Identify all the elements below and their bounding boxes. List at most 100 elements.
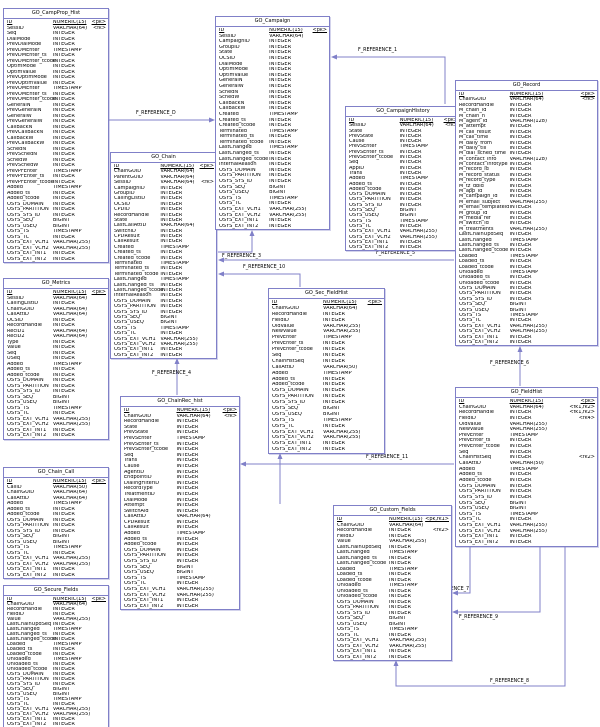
- column-type: INTEGER: [323, 447, 345, 453]
- column-type: INTEGER: [388, 649, 411, 654]
- column-name: OSYS_PARTITION: [7, 207, 49, 212]
- column-type: BIGINT: [269, 190, 287, 196]
- column-type: INTEGER: [52, 433, 75, 438]
- column-name: FieldID: [7, 612, 24, 617]
- column-name: PrevSEnter: [349, 144, 377, 150]
- column-type: INTEGER: [176, 598, 199, 604]
- column-name: M_attempt: [459, 124, 486, 130]
- column-name: Unloaded: [337, 583, 361, 588]
- column-name: CallAttID: [7, 495, 29, 501]
- column-type: NUMERIC(15): [269, 28, 303, 33]
- column-name: OSYS_PARTITION: [337, 605, 379, 610]
- column-name: PrevPFEnter: [7, 168, 38, 174]
- column-type: INTEGER: [176, 419, 199, 425]
- column-name: PrevOMEnter_tcode: [7, 97, 57, 102]
- column-type: INTEGER: [52, 301, 75, 306]
- column-type: BIGINT: [509, 500, 527, 506]
- column-name: Added_ts: [272, 376, 295, 382]
- column-type: INTEGER: [52, 163, 75, 168]
- column-type: INTEGER: [52, 677, 75, 682]
- arrowhead-icon: [517, 346, 523, 352]
- column-name: DialMode: [219, 61, 243, 67]
- column-type: VARCHAR(255): [52, 240, 91, 245]
- column-name: OSYS_PARTITION: [7, 383, 49, 389]
- column-type: TIMESTAMP: [176, 575, 206, 581]
- column-type: INTEGER: [176, 452, 199, 458]
- column-type: INTEGER: [269, 50, 292, 56]
- column-type: INTEGER: [399, 139, 422, 145]
- column-type: INTEGER: [509, 534, 532, 540]
- column-name: Added_ts: [7, 367, 30, 372]
- column-type: TIMESTAMP: [509, 511, 539, 517]
- column-name: PrevGeneralW: [7, 119, 43, 124]
- column-name: OCSID: [114, 201, 130, 207]
- column-name: OSYS_EXT_INT2: [7, 256, 47, 262]
- column-name: Value: [337, 539, 351, 544]
- column-type: BIGINT: [52, 539, 70, 545]
- column-name: FieldID: [337, 533, 354, 539]
- column-type: INTEGER: [509, 140, 532, 146]
- arrowhead-icon: [452, 609, 458, 615]
- column-name: M_call_time: [459, 135, 489, 141]
- column-name: OSYS_USEQ: [7, 400, 37, 405]
- column-type: TIMESTAMP: [52, 642, 82, 647]
- column-name: M_tz_dbid: [459, 183, 484, 189]
- column-type: VARCHAR(255): [399, 229, 437, 235]
- arrowhead-icon: [218, 271, 224, 277]
- column-type: VARCHAR(64): [52, 295, 88, 301]
- column-type: INTEGER: [52, 411, 75, 416]
- column-type: INTEGER: [399, 160, 422, 166]
- column-type: TIMESTAMP: [160, 244, 189, 250]
- column-name: FieldID: [459, 415, 476, 421]
- column-type: VARCHAR(50): [52, 484, 88, 490]
- column-name: M_agent_id: [459, 118, 488, 124]
- column-name: Added_tcode: [124, 542, 157, 548]
- column-name: OSYS_TS: [7, 229, 30, 234]
- column-type: INTEGER: [388, 632, 411, 638]
- column-type: INTEGER: [160, 185, 183, 191]
- column-type: VARCHAR(50): [323, 364, 358, 370]
- column-name: LastChanged_ts: [337, 555, 377, 561]
- column-name: OSYS_SEQ: [459, 500, 486, 506]
- column-type: VARCHAR(64): [176, 413, 211, 419]
